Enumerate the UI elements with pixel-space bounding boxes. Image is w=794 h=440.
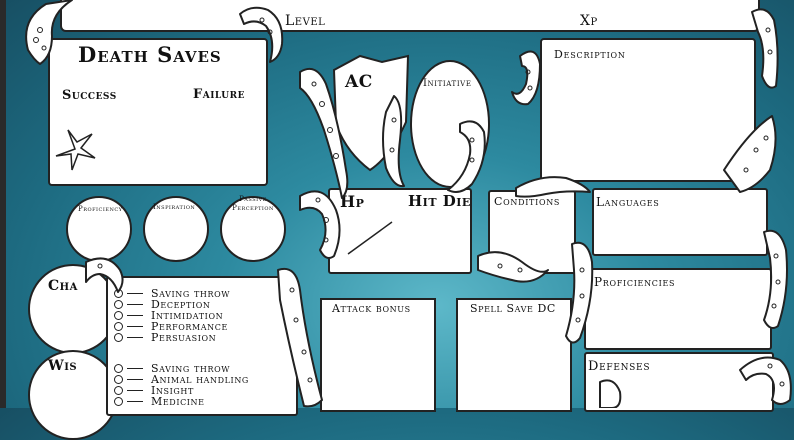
xp-label: Xp <box>580 13 598 29</box>
skill-bonus-blank[interactable] <box>127 304 143 305</box>
skill-name: Performance <box>151 320 228 333</box>
skill-bonus-blank[interactable] <box>127 390 143 391</box>
languages-box <box>592 188 768 256</box>
skill-row[interactable]: Performance <box>114 320 228 333</box>
attack-bonus-label: Attack bonus <box>332 302 411 315</box>
conditions-label: Conditions <box>494 195 561 208</box>
languages-label: Languages <box>596 195 660 209</box>
skill-bonus-blank[interactable] <box>127 368 143 369</box>
proficiency-checkbox[interactable] <box>114 311 123 320</box>
failure-label: Failure <box>193 87 245 102</box>
skill-name: Animal handling <box>151 373 249 386</box>
proficiency-checkbox[interactable] <box>114 364 123 373</box>
spell-save-dc-label: Spell Save DC <box>470 302 556 315</box>
initiative-label: Initiative <box>423 78 472 89</box>
proficiencies-label: Proficiencies <box>594 275 676 289</box>
attack-bonus-box <box>320 298 436 412</box>
death-saves-title: Death Saves <box>78 42 222 67</box>
description-box <box>540 38 756 182</box>
description-label: Description <box>554 48 626 61</box>
skill-row[interactable]: Insight <box>114 384 194 397</box>
skill-name: Saving throw <box>151 362 231 375</box>
skill-name: Medicine <box>151 395 205 408</box>
skill-bonus-blank[interactable] <box>127 315 143 316</box>
skill-bonus-blank[interactable] <box>127 293 143 294</box>
level-label: Level <box>285 13 326 29</box>
page-left-edge <box>0 0 6 408</box>
proficiencies-box <box>584 268 772 350</box>
skill-row[interactable]: Medicine <box>114 395 205 408</box>
skill-bonus-blank[interactable] <box>127 326 143 327</box>
skill-name: Saving throw <box>151 287 231 300</box>
proficiency-checkbox[interactable] <box>114 322 123 331</box>
passive-perception-label: Passive Perception <box>232 195 274 212</box>
proficiency-checkbox[interactable] <box>114 333 123 342</box>
skill-name: Intimidation <box>151 309 224 322</box>
cha-label: Cha <box>48 278 78 294</box>
spell-save-dc-box <box>456 298 572 412</box>
skill-row[interactable]: Persuasion <box>114 331 216 344</box>
inspiration-label: Inspiration <box>153 203 196 211</box>
level-xp-banner <box>60 0 760 32</box>
skill-row[interactable]: Intimidation <box>114 309 223 322</box>
skill-bonus-blank[interactable] <box>127 337 143 338</box>
proficiency-checkbox[interactable] <box>114 300 123 309</box>
hit-die-label: Hit Die <box>408 192 471 210</box>
inspiration-circle <box>143 196 209 262</box>
cha-skills-list: Saving throw Deception Intimidation Perf… <box>114 287 290 345</box>
wis-label: Wis <box>48 358 78 374</box>
skill-name: Deception <box>151 298 211 311</box>
skill-bonus-blank[interactable] <box>127 401 143 402</box>
skill-bonus-blank[interactable] <box>127 379 143 380</box>
ac-label: AC <box>345 72 373 92</box>
wis-skills-list: Saving throw Animal handling Insight Med… <box>114 362 290 408</box>
hp-label: Hp <box>340 192 365 211</box>
proficiency-checkbox[interactable] <box>114 386 123 395</box>
proficiency-checkbox[interactable] <box>114 289 123 298</box>
skill-row[interactable]: Saving throw <box>114 362 230 375</box>
proficiency-label: Proficiency <box>78 205 123 213</box>
proficiency-checkbox[interactable] <box>114 397 123 406</box>
skill-name: Insight <box>151 384 194 397</box>
defenses-label: Defenses <box>588 359 651 374</box>
skill-row[interactable]: Deception <box>114 298 210 311</box>
proficiency-checkbox[interactable] <box>114 375 123 384</box>
passive-perception-circle <box>220 196 286 262</box>
skill-row[interactable]: Animal handling <box>114 373 249 386</box>
success-label: Success <box>62 88 117 103</box>
skills-panel <box>106 276 298 416</box>
skill-name: Persuasion <box>151 331 217 344</box>
